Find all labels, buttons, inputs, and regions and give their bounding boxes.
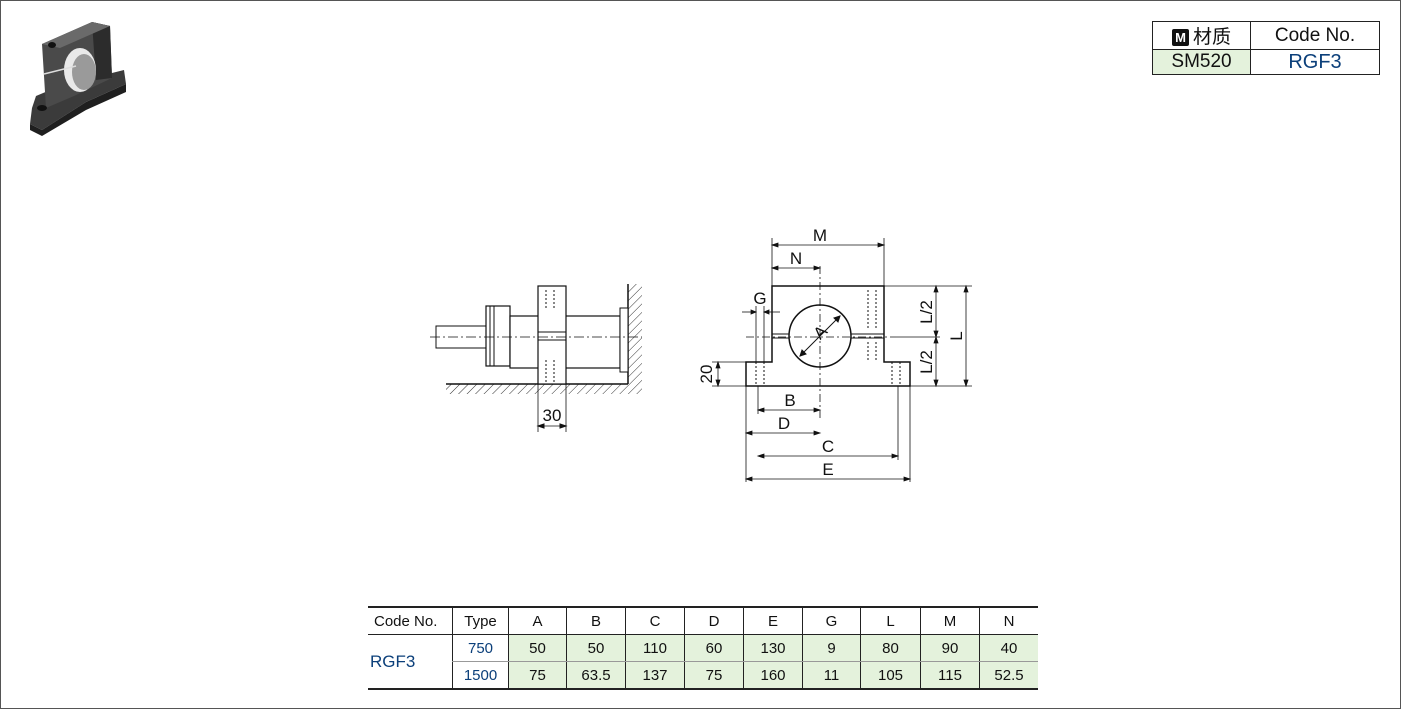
label-D: D — [778, 414, 790, 433]
product-photo — [30, 22, 126, 136]
spec-header-E: E — [743, 606, 803, 635]
label-M: M — [813, 226, 827, 245]
spec-cell: 50 — [508, 634, 567, 662]
label-B: B — [784, 391, 795, 410]
spec-table: Code No. Type A B C D E G L M N RGF3 750… — [368, 606, 1038, 690]
code-value: RGF3 — [1250, 49, 1380, 75]
spec-code: RGF3 — [368, 634, 453, 690]
dimension-lines — [712, 238, 972, 482]
label-C: C — [822, 437, 834, 456]
label-30: 30 — [543, 406, 562, 425]
technical-drawing: M N G A B D C E L/2 L/2 L 20 30 — [430, 226, 972, 482]
spec-header-M: M — [920, 606, 980, 635]
spec-header-row: Code No. Type A B C D E G L M N — [368, 606, 1038, 635]
spec-header-B: B — [566, 606, 626, 635]
code-header: Code No. — [1250, 21, 1380, 50]
label-N: N — [790, 249, 802, 268]
spec-cell: 160 — [743, 661, 803, 690]
spec-cell: 130 — [743, 634, 803, 662]
label-L: L — [947, 331, 966, 340]
spec-cell: 9 — [802, 634, 861, 662]
spec-cell: 75 — [508, 661, 567, 690]
table-row: RGF3 750 50 50 110 60 130 9 80 90 40 — [368, 634, 1038, 690]
material-header-label: 材质 — [1192, 27, 1231, 48]
label-L-half-top: L/2 — [917, 300, 936, 324]
spec-cell: 90 — [920, 634, 980, 662]
front-view — [745, 266, 911, 420]
spec-cell: 11 — [802, 661, 861, 690]
spec-header-type: Type — [452, 606, 509, 635]
table-row: 1500 75 63.5 137 75 160 11 105 115 52.5 — [368, 661, 1038, 690]
spec-header-C: C — [625, 606, 685, 635]
spec-cell: 80 — [860, 634, 921, 662]
spec-cell: 40 — [979, 634, 1038, 662]
spec-header-L: L — [860, 606, 921, 635]
spec-header-code: Code No. — [368, 606, 453, 635]
label-L-half-bottom: L/2 — [917, 350, 936, 374]
material-badge-icon: M — [1171, 29, 1189, 46]
spec-header-D: D — [684, 606, 744, 635]
spec-cell: 110 — [625, 634, 685, 662]
spec-cell: 137 — [625, 661, 685, 690]
spec-header-A: A — [508, 606, 567, 635]
spec-cell: 105 — [860, 661, 921, 690]
spec-cell: 75 — [684, 661, 744, 690]
material-value: SM520 — [1152, 49, 1251, 75]
spec-cell: 115 — [920, 661, 980, 690]
side-view — [430, 284, 642, 432]
label-20: 20 — [697, 365, 716, 384]
spec-cell: 50 — [566, 634, 626, 662]
label-E: E — [822, 460, 833, 479]
spec-header-N: N — [979, 606, 1038, 635]
spec-type: 750 — [452, 634, 509, 662]
label-G: G — [753, 289, 766, 308]
spec-cell: 60 — [684, 634, 744, 662]
spec-cell: 52.5 — [979, 661, 1038, 690]
spec-header-G: G — [802, 606, 861, 635]
spec-cell: 63.5 — [566, 661, 626, 690]
spec-type: 1500 — [452, 661, 509, 690]
